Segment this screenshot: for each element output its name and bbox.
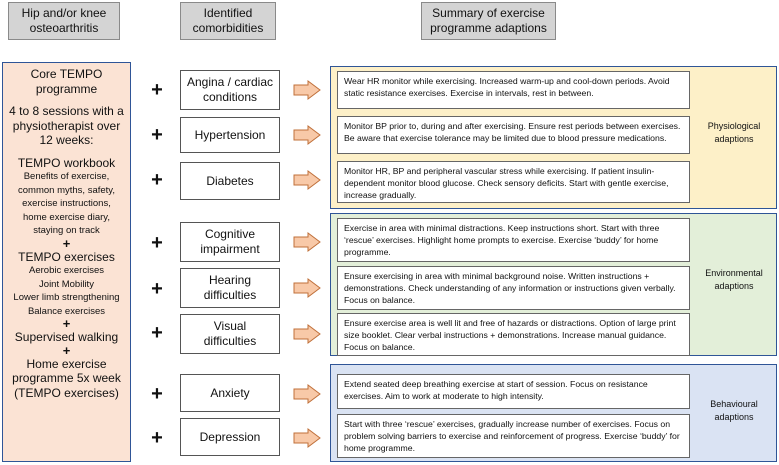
comorbidity-hypertension: Hypertension — [180, 117, 280, 153]
adaption-hearing-difficulties: Ensure exercising in area with minimal b… — [337, 266, 690, 310]
group-label-physiological: Physiological adaptions — [707, 121, 761, 144]
workbook-title: TEMPO workbook — [17, 155, 116, 170]
comorbidity-anxiety: Anxiety — [180, 374, 280, 412]
workbook-items: Benefits of exercise, common myths, safe… — [18, 171, 115, 236]
group-label-environmental: Environmental adaptions — [705, 268, 763, 291]
plus-sign: + — [151, 124, 163, 146]
plus-separator: + — [62, 316, 71, 331]
plus-sign: + — [151, 79, 163, 101]
adaption-visual-difficulties: Ensure exercise area is well lit and fre… — [337, 313, 690, 356]
arrow-right-icon — [293, 232, 321, 252]
adaption-cognitive-impairment: Exercise in area with minimal distractio… — [337, 218, 690, 262]
comorbidity-hearing-difficulties: Hearing difficulties — [180, 268, 280, 308]
home-exercise-programme: Home exercise programme 5x week (TEMPO e… — [12, 356, 121, 400]
exercises-items: Aerobic exercises Joint Mobility Lower l… — [13, 265, 120, 317]
arrow-right-icon — [293, 278, 321, 298]
comorbidity-depression: Depression — [180, 418, 280, 456]
plus-sign: + — [151, 169, 163, 191]
header-adaptions: Summary of exercise programme adaptions — [421, 2, 556, 40]
core-tempo-programme-box: Core TEMPO programme 4 to 8 sessions wit… — [2, 62, 131, 462]
programme-title: Core TEMPO programme — [30, 67, 103, 96]
header-comorbidities: Identified comorbidities — [180, 2, 276, 40]
plus-sign: + — [151, 322, 163, 344]
comorbidity-visual-difficulties: Visual difficulties — [180, 314, 280, 354]
plus-sign: + — [151, 278, 163, 300]
comorbidity-cognitive-impairment: Cognitive impairment — [180, 222, 280, 262]
comorbidity-diabetes: Diabetes — [180, 162, 280, 200]
arrow-right-icon — [293, 384, 321, 404]
programme-sessions: 4 to 8 sessions with a physiotherapist o… — [9, 104, 124, 147]
plus-sign: + — [151, 427, 163, 449]
plus-sign: + — [151, 383, 163, 405]
group-label-behavioural: Behavioural adaptions — [710, 399, 758, 422]
plus-separator: + — [62, 235, 71, 251]
adaption-angina: Wear HR monitor while exercising. Increa… — [337, 71, 690, 109]
arrow-right-icon — [293, 125, 321, 145]
header-hip-knee-oa: Hip and/or knee osteoarthritis — [8, 2, 120, 40]
adaption-diabetes: Monitor HR, BP and peripheral vascular s… — [337, 161, 690, 203]
exercises-title: TEMPO exercises — [18, 249, 115, 264]
arrow-right-icon — [293, 428, 321, 448]
arrow-right-icon — [293, 324, 321, 344]
adaption-depression: Start with three ‘rescue’ exercises, gra… — [337, 414, 690, 458]
arrow-right-icon — [293, 170, 321, 190]
arrow-right-icon — [293, 80, 321, 100]
plus-separator: + — [62, 342, 71, 358]
supervised-walking: Supervised walking — [14, 330, 119, 344]
adaption-anxiety: Extend seated deep breathing exercise at… — [337, 374, 690, 409]
comorbidity-angina: Angina / cardiac conditions — [180, 70, 280, 110]
adaption-hypertension: Monitor BP prior to, during and after ex… — [337, 116, 690, 154]
plus-sign: + — [151, 232, 163, 254]
